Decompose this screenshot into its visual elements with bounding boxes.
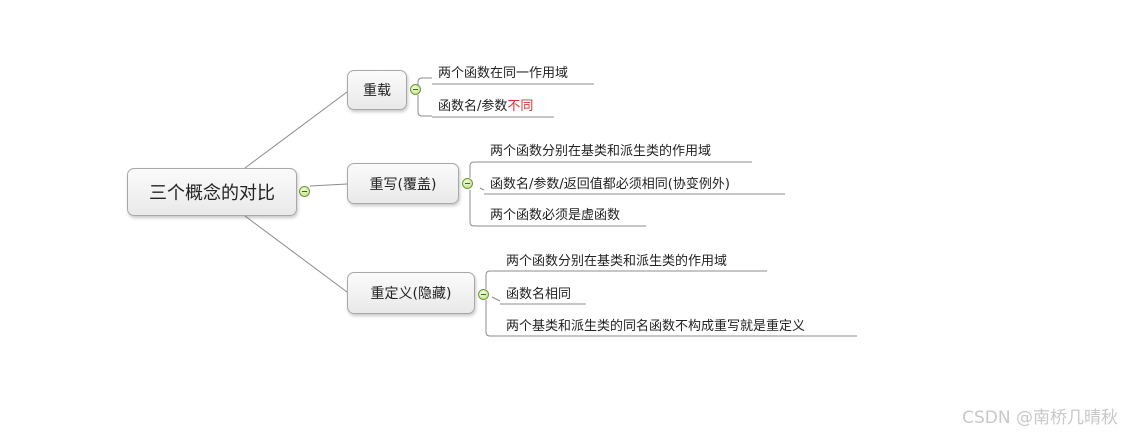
branch-label: 重写(覆盖) [369, 176, 437, 193]
override-collapse-icon[interactable] [462, 178, 473, 189]
branch-node-override[interactable]: 重写(覆盖) [347, 163, 459, 204]
leaf-redefine-3: 两个基类和派生类的同名函数不构成重写就是重定义 [506, 319, 806, 334]
branch-node-redefine[interactable]: 重定义(隐藏) [347, 272, 475, 314]
leaf-redefine-1: 两个函数分别在基类和派生类的作用域 [506, 254, 728, 269]
leaf-overload-2: 函数名/参数不同 [438, 99, 534, 114]
leaf-override-3: 两个函数必须是虚函数 [490, 208, 621, 223]
redefine-collapse-icon[interactable] [478, 289, 489, 300]
root-label: 三个概念的对比 [149, 183, 275, 204]
root-node[interactable]: 三个概念的对比 [127, 168, 297, 216]
branch-label: 重定义(隐藏) [370, 286, 452, 302]
highlight-text: 不同 [507, 99, 534, 114]
branch-label: 重载 [363, 83, 391, 99]
leaf-redefine-2: 函数名相同 [506, 287, 572, 302]
watermark: CSDN @南桥几晴秋 [962, 408, 1118, 428]
overload-collapse-icon[interactable] [410, 84, 421, 95]
leaf-override-2: 函数名/参数/返回值都必须相同(协变例外) [490, 177, 730, 192]
root-collapse-icon[interactable] [299, 186, 310, 197]
leaf-override-1: 两个函数分别在基类和派生类的作用域 [490, 144, 712, 159]
branch-node-overload[interactable]: 重载 [347, 70, 407, 110]
leaf-overload-1: 两个函数在同一作用域 [438, 66, 569, 81]
